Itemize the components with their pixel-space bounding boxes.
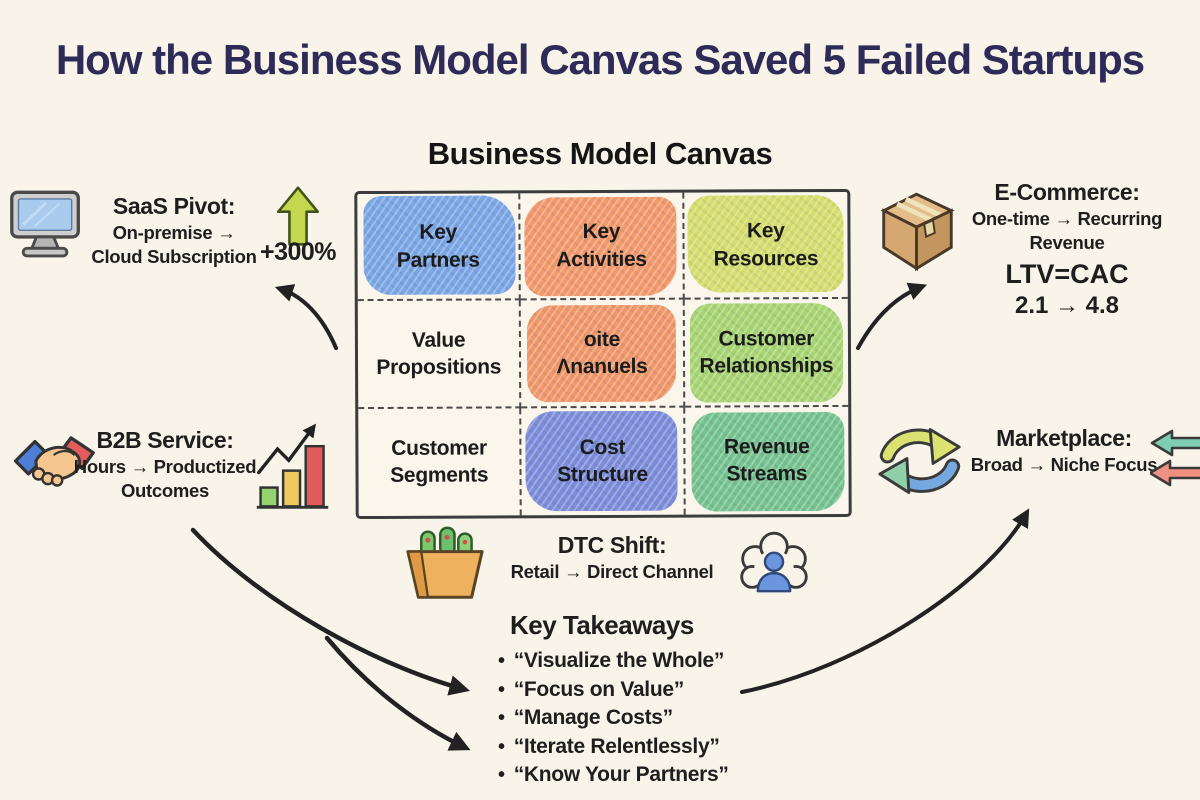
cell-label: oite Λnanuels (556, 327, 648, 379)
key-takeaways: Key Takeaways “Visualize the Whole” “Foc… (496, 610, 796, 790)
ltv-cac-change: 2.1 → 4.8 (1014, 292, 1120, 320)
callout-title: SaaS Pivot: (112, 193, 236, 219)
canvas-heading: Business Model Canvas (427, 136, 773, 171)
callout-line: Outcomes (120, 480, 210, 502)
callout-title: DTC Shift: (557, 532, 667, 558)
callout-line: On-premise → (112, 222, 236, 244)
callout-title: Marketplace: (996, 425, 1132, 451)
cell-label: Key Partners (396, 220, 480, 272)
callout-saas-pivot: SaaS Pivot: On-premise → Cloud Subscript… (82, 192, 266, 269)
cell-label: Key Resources (713, 219, 819, 271)
takeaways-list: “Visualize the Whole” “Focus on Value” “… (496, 647, 796, 790)
callout-marketplace: Marketplace: Broad → Niche Focus (960, 424, 1168, 477)
handshake-icon (13, 436, 95, 487)
callout-dtc-shift: DTC Shift: Retail → Direct Channel (496, 531, 728, 584)
arrow-b2b-to-takeaways-2 (324, 635, 471, 751)
takeaway-item: “Manage Costs” (496, 704, 796, 733)
cell-label: Revenue Streams (723, 435, 810, 486)
page-title: How the Business Model Canvas Saved 5 Fa… (55, 36, 1145, 83)
canvas-cell-customer-segments: Customer Segments (358, 408, 523, 517)
canvas-cell-key-partners: Key Partners (357, 193, 522, 302)
cell-label: Value Propositions (376, 328, 502, 379)
canvas-cell-customer-relationships: Customer Relationships (684, 299, 849, 408)
callout-b2b-service: B2B Service: Hours → Productized Outcome… (66, 426, 264, 503)
callout-line: Broad → Niche Focus (970, 454, 1158, 476)
canvas-cell-channels: oite Λnanuels (521, 299, 685, 409)
cell-label: Cost Structure (557, 435, 648, 487)
callout-line: Revenue (1029, 232, 1105, 254)
callout-line: Cloud Subscription (91, 246, 257, 268)
shopping-basket-icon (406, 526, 484, 599)
canvas-cell-key-activities: Key Activities (520, 192, 685, 301)
cycle-arrows-icon (878, 428, 961, 494)
customers-icon (740, 531, 808, 593)
callout-line: Hours → Productized (73, 456, 257, 478)
cell-label: Customer Segments (390, 436, 489, 488)
cell-label: Key Activities (556, 220, 647, 271)
green-up-arrow-icon (277, 186, 319, 246)
canvas-cell-revenue-streams: Revenue Streams (685, 407, 849, 515)
canvas-cell-value-propositions: Value Propositions (357, 300, 522, 409)
takeaway-item: “Focus on Value” (496, 676, 796, 705)
computer-monitor-icon (10, 190, 80, 258)
callout-title: B2B Service: (96, 427, 234, 453)
arrow-b2b-to-takeaways-1 (190, 527, 470, 696)
business-model-canvas-grid: Key Partners Key Activities Key Resource… (354, 188, 852, 520)
arrow-canvas-to-saas (274, 284, 338, 350)
takeaways-heading: Key Takeaways (510, 610, 694, 640)
ltv-cac-label: LTV=CAC (1005, 258, 1129, 289)
canvas-cell-cost-structure: Cost Structure (521, 407, 686, 516)
shipping-box-icon (880, 192, 955, 272)
saas-growth-metric: +300% (259, 238, 337, 266)
takeaway-item: “Visualize the Whole” (496, 647, 796, 676)
callout-title: E-Commerce: (994, 179, 1140, 205)
canvas-cell-key-resources: Key Resources (683, 191, 848, 300)
callout-line: Retail → Direct Channel (510, 561, 714, 583)
left-block-arrows-icon (1150, 429, 1200, 487)
takeaway-item: “Iterate Relentlessly” (496, 733, 796, 762)
cell-label: Customer Relationships (699, 326, 834, 378)
callout-ecommerce: E-Commerce: One-time → Recurring Revenue… (952, 178, 1182, 322)
callout-line: One-time → Recurring (971, 208, 1163, 230)
takeaway-item: “Know Your Partners” (496, 761, 796, 790)
arrow-canvas-to-ecommerce (856, 282, 927, 350)
growth-bar-chart-icon (256, 423, 329, 509)
